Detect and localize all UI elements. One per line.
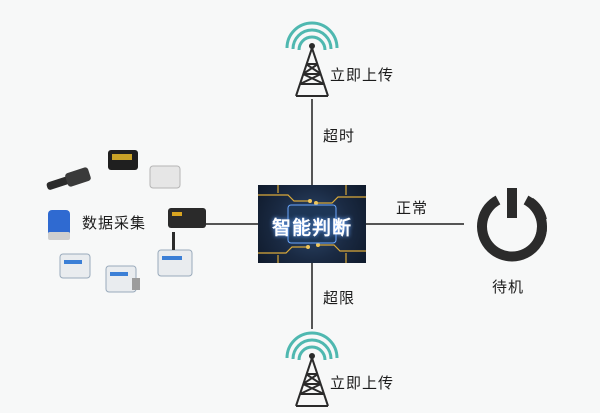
sensor-devices-icon (46, 150, 206, 293)
edge-bottom (311, 263, 313, 329)
tower-top-icon (285, 21, 339, 97)
center-label: 智能判断 (271, 217, 352, 239)
sensors-label: 数据采集 (82, 214, 147, 232)
power-icon (477, 188, 547, 262)
standby-label: 待机 (492, 278, 525, 296)
center-node: 智能判断 (258, 185, 366, 263)
tower-top-label: 立即上传 (330, 66, 395, 84)
tower-bottom-label: 立即上传 (330, 374, 395, 392)
edge-label-normal: 正常 (396, 199, 429, 217)
circuit-icon (258, 185, 366, 263)
edge-right (366, 223, 464, 225)
edge-label-overlimit: 超限 (323, 289, 356, 307)
edge-top (311, 99, 313, 185)
edge-label-timeout: 超时 (323, 127, 356, 145)
edge-left (205, 223, 258, 225)
tower-bottom-icon (285, 331, 339, 407)
